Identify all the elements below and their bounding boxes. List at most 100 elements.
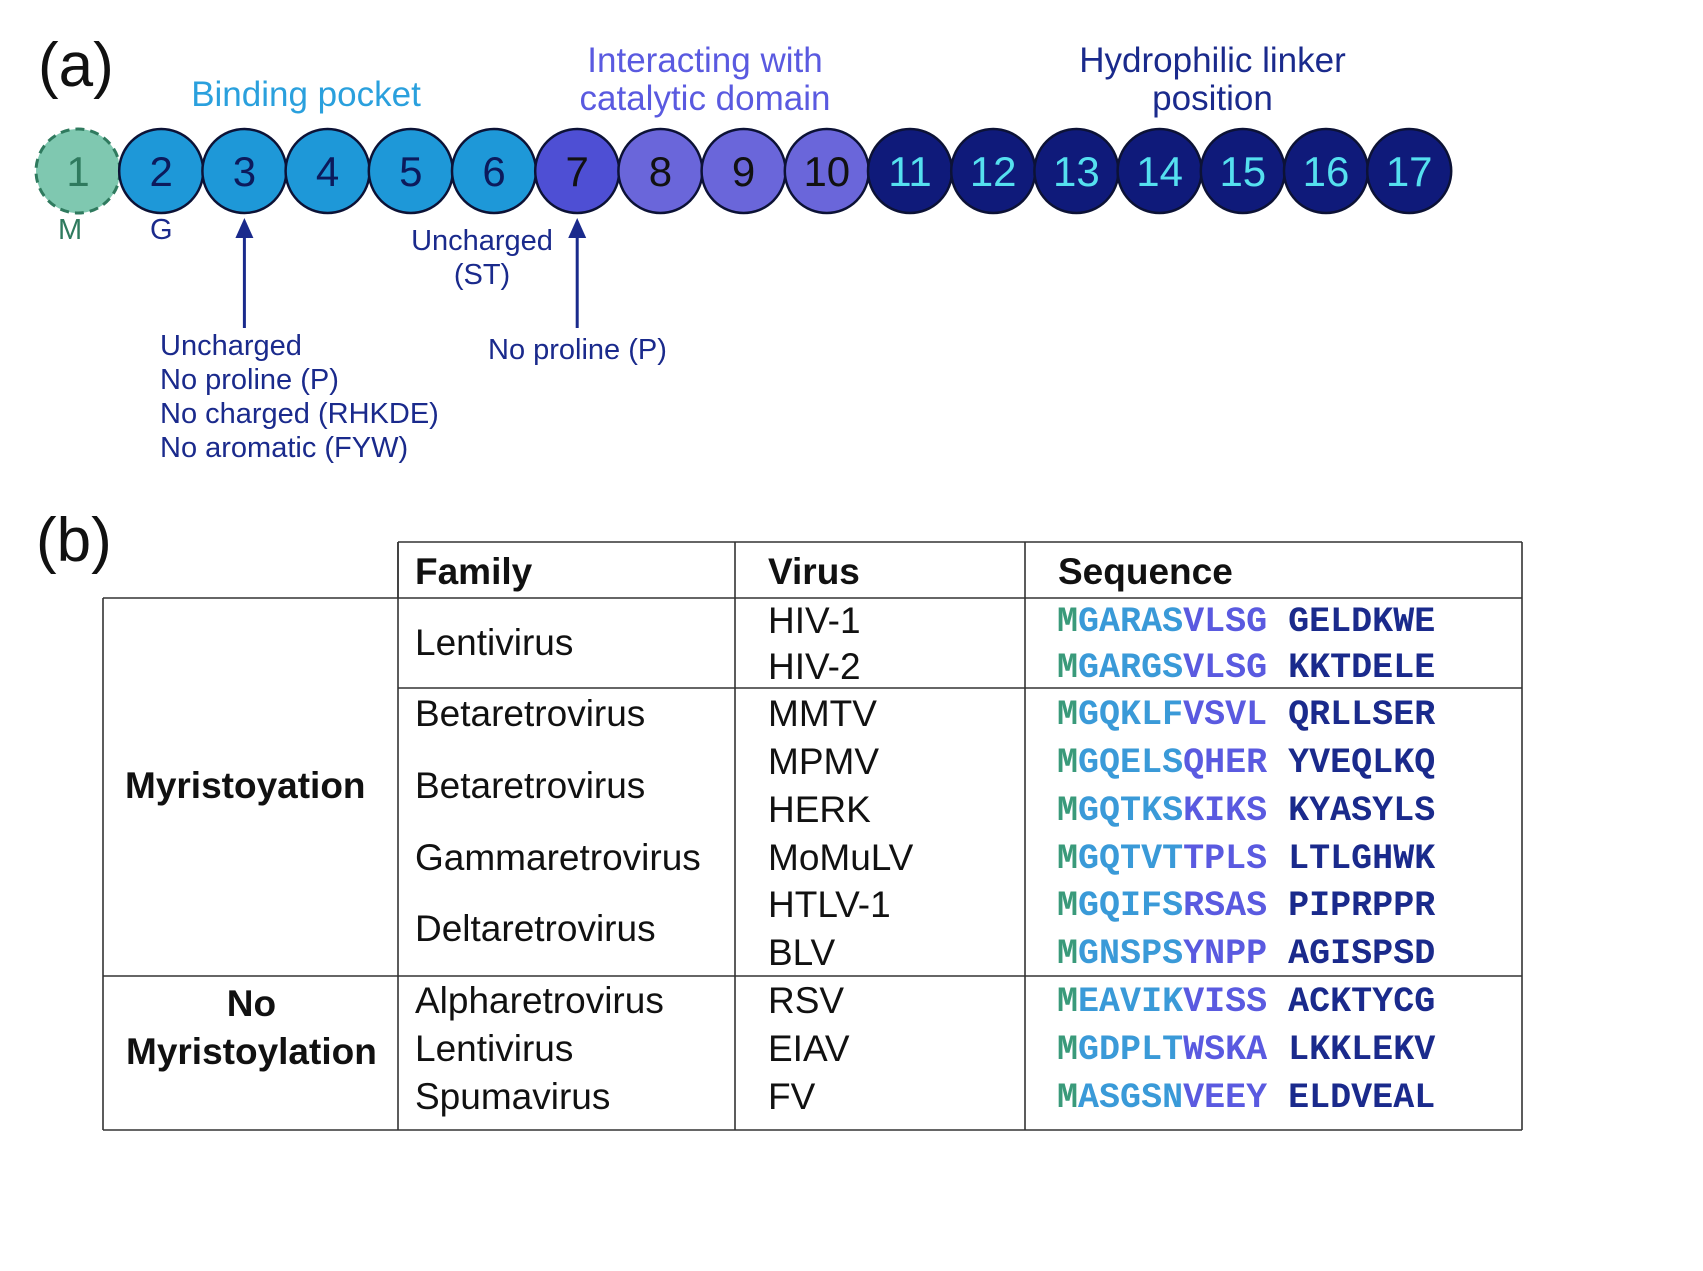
residue: R	[1120, 648, 1142, 688]
sequence-gap	[1267, 648, 1288, 688]
position-number-17: 17	[1386, 148, 1433, 195]
residue: D	[1099, 1030, 1121, 1070]
position-number-2: 2	[150, 148, 173, 195]
residue: F	[1141, 886, 1163, 926]
sequence-gap	[1267, 695, 1288, 735]
sequence-positions-11-17: KYASYLS	[1288, 791, 1436, 831]
virus-cell: HIV-1	[768, 600, 861, 641]
column-header-family: Family	[415, 551, 533, 592]
residue: K	[1162, 982, 1184, 1022]
residue: G	[1078, 886, 1100, 926]
sequence-positions-11-17: LKKLEKV	[1288, 1030, 1436, 1070]
residue: G	[1141, 648, 1163, 688]
residue: Y	[1183, 934, 1205, 974]
position-number-4: 4	[316, 148, 339, 195]
residue: P	[1204, 839, 1226, 879]
residue: I	[1204, 791, 1226, 831]
residue: V	[1183, 982, 1205, 1022]
residue: I	[1120, 886, 1142, 926]
panel-b-label: (b)	[36, 506, 112, 575]
residue: G	[1078, 839, 1100, 879]
sequence-positions-1-10: MGQELSQHER	[1057, 743, 1267, 783]
residue: E	[1120, 743, 1142, 783]
position-number-9: 9	[732, 148, 755, 195]
residue: T	[1120, 839, 1142, 879]
annotation-pos3-line-3: No charged (RHKDE)	[160, 398, 439, 430]
residue: E	[1225, 1078, 1247, 1118]
position-circle-17	[1365, 127, 1453, 215]
sequence-positions-11-17: ELDVEAL	[1288, 1078, 1436, 1118]
column-header-virus: Virus	[768, 551, 860, 592]
linker-header-line-2: position	[1152, 79, 1273, 118]
sequence-positions-11-17: LTLGHWK	[1288, 839, 1436, 879]
sequence-gap	[1267, 934, 1288, 974]
column-header-sequence: Sequence	[1058, 551, 1233, 592]
sequence-gap	[1267, 602, 1288, 642]
sequence-cell: MGDPLTWSKA LKKLEKV	[1057, 1030, 1435, 1070]
arrow-pos3-head	[235, 218, 254, 238]
residue: S	[1162, 934, 1184, 974]
residue: L	[1246, 695, 1268, 735]
position-number-11: 11	[888, 148, 932, 195]
sequence-positions-1-10: MGQTVTTPLS	[1057, 839, 1267, 879]
sequence-positions-1-10: MGQKLFVSVL	[1057, 695, 1267, 735]
family-gammaretrovirus: Gammaretrovirus	[415, 837, 701, 878]
residue: V	[1141, 839, 1163, 879]
virus-cell: HIV-2	[768, 646, 861, 687]
sequence-positions-11-17: QRLLSER	[1288, 695, 1436, 735]
annotation-pos6-line-1: Uncharged	[411, 225, 553, 257]
sequence-positions-1-10: MGARASVLSG	[1057, 602, 1267, 642]
residue: K	[1141, 791, 1163, 831]
residue: M	[1057, 602, 1079, 642]
residue: L	[1204, 602, 1226, 642]
residue: A	[1246, 1030, 1268, 1070]
residue: K	[1225, 1030, 1247, 1070]
group-no-myristoylation-line-1: No	[226, 983, 277, 1024]
virus-cell: EIAV	[768, 1028, 850, 1069]
residue: Q	[1183, 743, 1205, 783]
group-no-myristoylation-line-2: Myristoylation	[126, 1031, 377, 1072]
residue: R	[1183, 886, 1205, 926]
sequence-positions-11-17: KKTDELE	[1288, 648, 1436, 688]
family-deltaretrovirus: Deltaretrovirus	[415, 908, 656, 949]
residue: M	[1057, 695, 1079, 735]
family-spumavirus: Spumavirus	[415, 1076, 611, 1117]
position-number-7: 7	[566, 148, 589, 195]
residue: S	[1225, 648, 1247, 688]
position-number-15: 15	[1219, 148, 1266, 195]
annotation-pos7: No proline (P)	[488, 334, 667, 366]
residue: M	[1057, 791, 1079, 831]
annotation-pos3-line-1: Uncharged	[160, 330, 302, 362]
residue: K	[1225, 791, 1247, 831]
residue: S	[1225, 602, 1247, 642]
residue: G	[1078, 791, 1100, 831]
residue: G	[1078, 743, 1100, 783]
residue: F	[1162, 695, 1184, 735]
position-number-5: 5	[399, 148, 422, 195]
sequence-gap	[1267, 982, 1288, 1022]
sequence-positions-1-10: MGDPLTWSKA	[1057, 1030, 1267, 1070]
residue: L	[1225, 839, 1247, 879]
residue: N	[1099, 934, 1121, 974]
panel-a-label: (a)	[38, 31, 114, 100]
residue: E	[1204, 1078, 1226, 1118]
residue: A	[1078, 1078, 1100, 1118]
sequence-gap	[1267, 886, 1288, 926]
residue: G	[1078, 602, 1100, 642]
residue: P	[1246, 934, 1268, 974]
position-number-12: 12	[970, 148, 1017, 195]
sequence-positions-1-10: MGQIFSRSAS	[1057, 886, 1267, 926]
sequence-positions-11-17: GELDKWE	[1288, 602, 1436, 642]
residue: S	[1204, 695, 1226, 735]
sequence-positions-1-10: MGNSPSYNPP	[1057, 934, 1267, 974]
residue: M	[1057, 934, 1079, 974]
residue: A	[1099, 602, 1121, 642]
sequence-positions-1-10: MEAVIKVISS	[1057, 982, 1267, 1022]
sequence-positions-11-17: ACKTYCG	[1288, 982, 1436, 1022]
sequence-gap	[1267, 1078, 1288, 1118]
residue: L	[1141, 743, 1163, 783]
residue: S	[1162, 791, 1184, 831]
residue: V	[1120, 982, 1142, 1022]
sequence-gap	[1267, 743, 1288, 783]
sequence-positions-11-17: AGISPSD	[1288, 934, 1436, 974]
